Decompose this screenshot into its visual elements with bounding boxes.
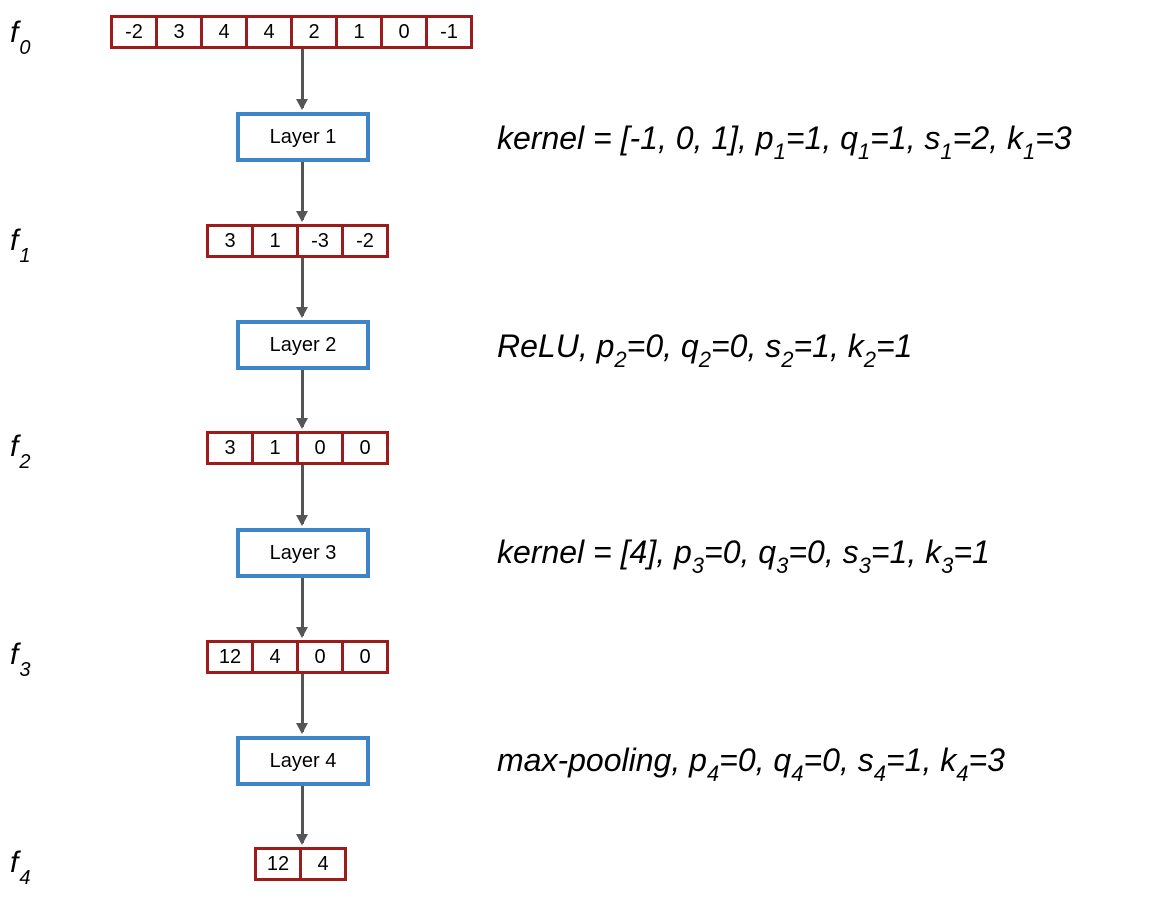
layer-3-label: Layer 3: [269, 541, 337, 564]
param-subscript: 2: [698, 347, 711, 372]
param-text: =1, k: [793, 328, 864, 364]
feature-map-f4: 12 4: [254, 847, 347, 881]
param-subscript: 2: [781, 347, 794, 372]
param-subscript: 4: [706, 761, 720, 786]
feature-cell: 12: [257, 850, 302, 878]
feature-cell: 4: [203, 18, 248, 46]
arrow-f0-to-layer1: [296, 49, 308, 110]
layer-1-params: kernel = [-1, 0, 1], p1=1, q1=1, s1=2, k…: [497, 120, 1072, 164]
param-text: =0, q: [626, 328, 699, 364]
feature-label-f3: f3: [10, 638, 31, 682]
param-subscript: 1: [773, 139, 786, 164]
layer-4-params: max-pooling, p4=0, q4=0, s4=1, k4=3: [497, 742, 1005, 786]
param-text: =0, q: [704, 534, 777, 570]
param-subscript: 3: [776, 553, 789, 578]
param-subscript: 3: [691, 553, 705, 578]
feature-cell: 3: [158, 18, 203, 46]
param-subscript: 2: [614, 347, 627, 372]
param-text: =0, q: [719, 742, 792, 778]
param-text: ReLU, p: [497, 328, 615, 364]
feature-cell: 4: [254, 643, 299, 671]
feature-label-f0: f0: [10, 16, 31, 60]
param-subscript: 3: [858, 553, 871, 578]
layer-4-box: Layer 4: [236, 736, 370, 786]
feature-label-f2: f2: [10, 430, 31, 474]
feature-cell: 2: [293, 18, 338, 46]
feature-cell: 0: [299, 643, 344, 671]
layer-2-params: ReLU, p2=0, q2=0, s2=1, k2=1: [497, 328, 913, 372]
feature-cell: 4: [317, 852, 329, 875]
layer-3-params: kernel = [4], p3=0, q3=0, s3=1, k3=1: [497, 534, 990, 578]
param-subscript: 1: [1022, 139, 1036, 164]
param-text: =0, s: [803, 742, 874, 778]
param-subscript: 2: [863, 347, 876, 372]
layer-4-label: Layer 4: [269, 749, 337, 772]
param-text: =1, q: [785, 120, 858, 156]
feature-label-f1: f1: [10, 224, 31, 268]
param-text: =3: [968, 742, 1005, 778]
param-text: =3: [1035, 120, 1072, 156]
feature-cell: -1: [440, 20, 458, 43]
param-subscript: 4: [956, 761, 969, 786]
feature-cell: 12: [209, 643, 254, 671]
feature-cell: 0: [299, 434, 344, 462]
feature-cell: 0: [359, 436, 371, 459]
feature-cell: -3: [299, 227, 344, 255]
param-text: =1, s: [870, 120, 941, 156]
param-text: =0, s: [710, 328, 782, 364]
param-text: kernel = [4], p: [497, 534, 692, 570]
feature-cell: -2: [356, 229, 374, 252]
param-text: =1, k: [885, 742, 957, 778]
arrow-layer3-to-f3: [296, 578, 308, 638]
feature-label-f4: f4: [10, 846, 31, 890]
param-text: =1, k: [870, 534, 942, 570]
feature-cell: 0: [359, 645, 371, 668]
feature-cell: -2: [113, 18, 158, 46]
param-text: =0, s: [788, 534, 859, 570]
arrow-f3-to-layer4: [296, 674, 308, 734]
arrow-layer1-to-f1: [296, 162, 308, 222]
layer-1-label: Layer 1: [269, 125, 337, 148]
layer-2-label: Layer 2: [269, 333, 337, 356]
param-text: max-pooling, p: [497, 742, 707, 778]
param-subscript: 4: [873, 761, 886, 786]
arrow-f1-to-layer2: [296, 258, 308, 318]
layer-2-box: Layer 2: [236, 320, 370, 370]
arrow-f2-to-layer3: [296, 465, 308, 526]
arrow-layer4-to-f4: [296, 786, 308, 845]
feature-cell: 4: [248, 18, 293, 46]
feature-cell: 1: [338, 18, 383, 46]
param-text: =2, k: [952, 120, 1023, 156]
feature-cell: 1: [254, 434, 299, 462]
feature-cell: 0: [383, 18, 428, 46]
param-subscript: 3: [941, 553, 954, 578]
feature-cell: 3: [209, 227, 254, 255]
param-subscript: 1: [940, 139, 953, 164]
param-text: =1: [953, 534, 990, 570]
param-subscript: 1: [857, 139, 871, 164]
arrow-layer2-to-f2: [296, 370, 308, 429]
feature-cell: 3: [209, 434, 254, 462]
feature-cell: 1: [254, 227, 299, 255]
param-subscript: 4: [791, 761, 804, 786]
param-text: =1: [875, 328, 913, 364]
param-text: kernel = [-1, 0, 1], p: [497, 120, 774, 156]
layer-1-box: Layer 1: [236, 112, 370, 162]
layer-3-box: Layer 3: [236, 528, 370, 578]
